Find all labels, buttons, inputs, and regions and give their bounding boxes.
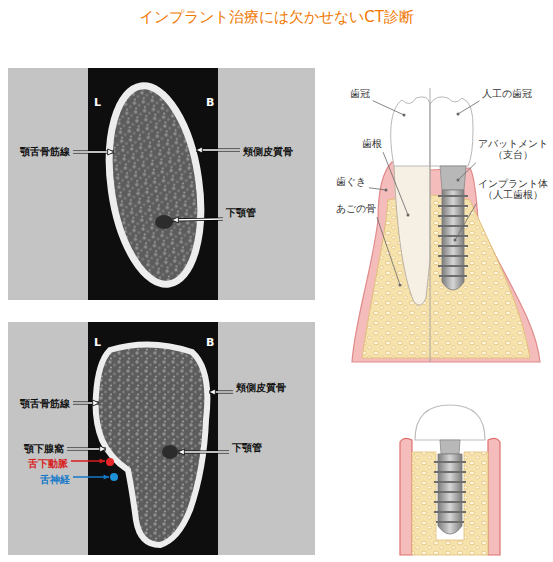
leader-line xyxy=(377,217,400,285)
artificial-crown xyxy=(430,97,473,166)
leader-dot xyxy=(454,239,457,242)
mandible-section xyxy=(96,344,208,545)
leader-dot xyxy=(403,114,406,117)
anatomy-label: 顎舌骨筋線 xyxy=(20,146,70,158)
arrow-head xyxy=(196,147,202,153)
anatomy-label: 下顎管 xyxy=(226,207,256,219)
artery-label: 舌下動脈 xyxy=(28,458,68,470)
ct-panel xyxy=(8,68,315,300)
mandible-section xyxy=(98,80,213,290)
part-label: 人工の歯冠 xyxy=(482,88,532,99)
arrow-head xyxy=(100,458,105,463)
artificial-crown xyxy=(415,405,485,440)
leader-line xyxy=(369,188,386,190)
part-label: 歯冠 xyxy=(350,88,370,99)
arrow-shaft xyxy=(178,451,229,452)
pointer-arrow xyxy=(67,446,106,452)
leader-line xyxy=(457,163,476,182)
pointer-arrow xyxy=(209,389,233,395)
part-label: インプラント体 （人工歯根） xyxy=(478,178,548,201)
pointer-arrow xyxy=(196,147,240,153)
nerve-label: 舌神経 xyxy=(40,474,70,486)
jaw-bone xyxy=(412,452,488,555)
tooth-root xyxy=(394,165,430,305)
arrow-head xyxy=(100,446,106,452)
arrow-head xyxy=(108,149,114,155)
tooth-crown xyxy=(391,97,430,166)
side-marker: B xyxy=(206,336,214,349)
ct-image xyxy=(88,322,218,555)
pointer-arrow xyxy=(73,474,109,479)
leader-line xyxy=(373,101,404,115)
divider-line xyxy=(430,88,431,362)
anatomy-label: 下顎管 xyxy=(232,442,262,454)
anatomy-label: 頬側皮質骨 xyxy=(236,382,286,394)
leader-line xyxy=(458,101,479,114)
leader-line xyxy=(377,217,402,286)
arrow-shaft xyxy=(172,218,223,220)
arrow-outline xyxy=(178,451,229,454)
part-label: あごの骨 xyxy=(336,203,376,214)
page-title: インプラント治療には欠かせないCT診断 xyxy=(0,8,553,26)
arrow-outline xyxy=(172,218,223,222)
side-marker: L xyxy=(94,336,101,349)
gum xyxy=(400,438,500,555)
pointer-arrow xyxy=(71,458,105,463)
leader-line xyxy=(458,163,476,180)
leader-dot xyxy=(457,179,460,182)
anatomy-label: 頬側皮質骨 xyxy=(243,146,293,158)
pointer-arrow xyxy=(73,149,114,155)
nerve-dot xyxy=(110,473,118,481)
side-marker: B xyxy=(206,96,214,109)
artery-dot xyxy=(106,458,114,466)
leader-line xyxy=(369,188,388,192)
leader-line xyxy=(454,203,477,241)
abutment xyxy=(440,440,460,454)
leader-line xyxy=(383,152,409,216)
implant-threads xyxy=(438,196,468,276)
leader-line xyxy=(383,152,408,215)
implant-threads xyxy=(434,462,466,522)
arrow-head xyxy=(104,474,109,479)
mandibular-canal xyxy=(155,215,173,229)
mandibular-canal xyxy=(162,445,178,459)
leader-dot xyxy=(457,113,460,116)
anatomy-label: 顎下腺窩 xyxy=(24,443,64,455)
leader-dot xyxy=(385,189,388,192)
arrow-head xyxy=(93,400,99,406)
leader-line xyxy=(457,101,480,116)
pointer-arrow xyxy=(178,449,229,455)
pointer-arrow xyxy=(172,217,223,223)
arrow-head xyxy=(178,449,184,455)
side-marker: L xyxy=(94,96,101,109)
ct-image xyxy=(88,68,218,300)
leader-line xyxy=(455,203,476,240)
leader-line xyxy=(373,101,406,117)
arrow-head xyxy=(172,217,178,223)
abutment xyxy=(440,166,466,190)
arrow-head xyxy=(209,389,215,395)
ct-panel xyxy=(8,322,315,555)
leader-dot xyxy=(407,214,410,217)
leader-dot xyxy=(399,284,402,287)
part-label: 歯ぐき xyxy=(336,176,366,187)
pointer-arrow xyxy=(73,400,99,406)
part-label: アバットメント （支台） xyxy=(478,138,548,161)
part-label: 歯根 xyxy=(362,138,382,149)
anatomy-label: 顎舌骨筋線 xyxy=(20,398,70,410)
